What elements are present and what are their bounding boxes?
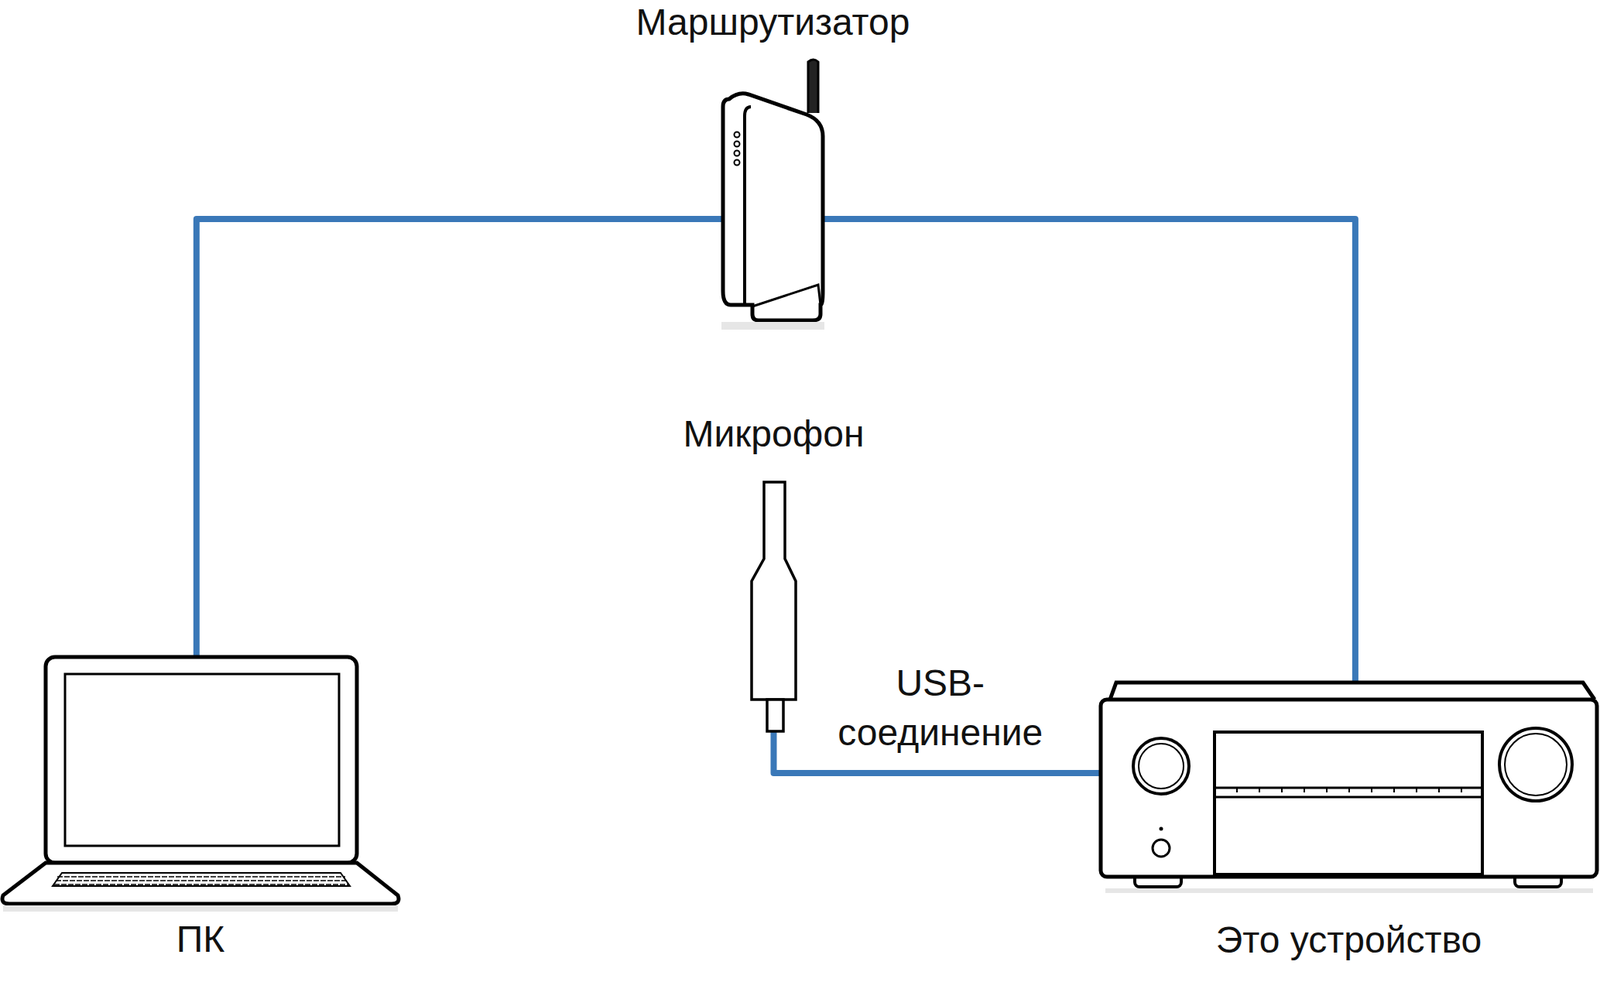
- receiver-knob-ring: [1504, 733, 1567, 796]
- router-led: [734, 150, 741, 157]
- receiver-panel-line: [1214, 796, 1483, 799]
- router-icon-group: [721, 59, 825, 330]
- microphone-icon-group: [751, 482, 796, 732]
- node-label: Маршрутизатор: [636, 0, 911, 45]
- network-cable: [824, 219, 1356, 682]
- receiver-icon: [1099, 681, 1599, 893]
- receiver-knob: [1133, 738, 1189, 795]
- router-led: [734, 160, 741, 166]
- receiver-led: [1159, 827, 1164, 832]
- receiver-tick: [1438, 788, 1440, 793]
- laptop-lid: [45, 657, 357, 864]
- node-label: Микрофон: [683, 412, 865, 456]
- microphone-body: [751, 482, 796, 700]
- receiver-tick: [1303, 788, 1306, 793]
- receiver-knob: [1499, 728, 1573, 802]
- laptop-node: ПК: [0, 655, 401, 906]
- laptop-icon-group: [2, 657, 399, 912]
- receiver-icon-group: [1100, 682, 1597, 894]
- laptop-icon: [0, 655, 401, 906]
- router-node: Маршрутизатор: [721, 58, 825, 322]
- laptop-keyboard: [52, 873, 350, 887]
- receiver-shadow: [1105, 888, 1594, 894]
- node-label: ПК: [176, 918, 225, 962]
- network-cable: [196, 219, 722, 656]
- receiver-tick: [1281, 788, 1283, 793]
- laptop-keys: [57, 876, 346, 878]
- receiver-knob-ring: [1138, 743, 1184, 789]
- connection-label: USB- соединение: [824, 658, 1057, 758]
- receiver-tick: [1393, 788, 1395, 793]
- receiver-tick: [1460, 788, 1463, 793]
- router-body: [722, 93, 823, 321]
- microphone-node: Микрофон: [751, 482, 796, 732]
- receiver-tick: [1236, 788, 1238, 793]
- node-label: Это устройство: [1216, 918, 1482, 963]
- router-icon: [721, 58, 825, 322]
- router-antenna: [808, 59, 819, 114]
- router-led: [734, 141, 741, 148]
- laptop-shadow: [3, 905, 398, 912]
- laptop-screen: [65, 674, 340, 847]
- router-edge: [744, 106, 751, 305]
- microphone-plug: [767, 699, 784, 732]
- receiver-display: [1214, 732, 1483, 875]
- receiver-tick: [1325, 788, 1328, 793]
- receiver-front: [1100, 699, 1597, 878]
- laptop-keys: [54, 883, 349, 886]
- laptop-keys: [55, 880, 347, 882]
- laptop-base: [2, 863, 399, 905]
- receiver-tick: [1415, 788, 1418, 793]
- receiver-tick: [1258, 788, 1261, 793]
- receiver-top: [1110, 682, 1595, 700]
- router-shadow: [721, 322, 825, 330]
- receiver-tick: [1348, 788, 1350, 793]
- microphone-icon: [751, 482, 796, 732]
- receiver-tick: [1370, 788, 1373, 793]
- receiver-jack: [1152, 839, 1170, 857]
- router-led: [734, 132, 741, 138]
- router-stand: [752, 284, 821, 307]
- receiver-node: Это устройство: [1099, 681, 1599, 893]
